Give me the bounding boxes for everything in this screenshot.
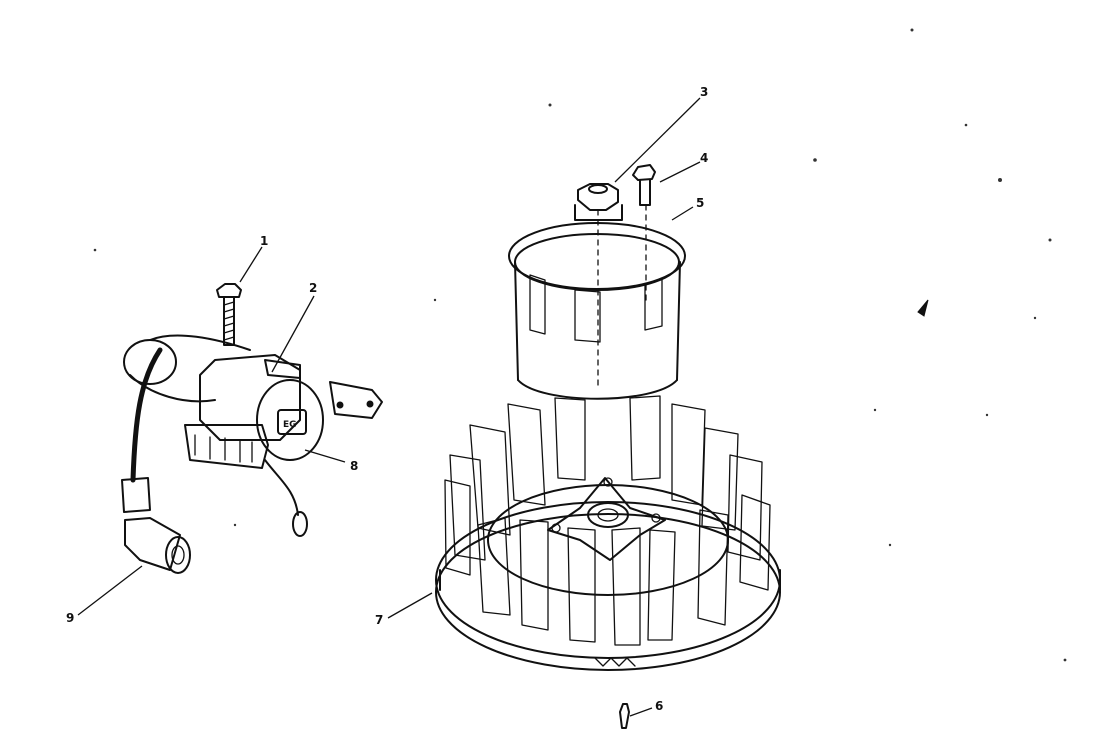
callout-2: 2 <box>309 281 317 295</box>
part-1-bolt <box>216 283 242 346</box>
callout-7: 7 <box>375 613 383 627</box>
callout-6: 6 <box>655 699 663 713</box>
part-9-plug-cap <box>121 347 191 574</box>
callout-4: 4 <box>700 151 708 165</box>
callout-9: 9 <box>66 611 74 625</box>
callout-8: 8 <box>350 459 358 473</box>
callout-1: 1 <box>260 234 268 248</box>
callout-labels: 1 2 3 4 5 6 7 8 9 <box>66 85 708 713</box>
callout-3: 3 <box>700 85 708 99</box>
part-5-starter-cup <box>508 204 686 400</box>
callout-5: 5 <box>696 196 704 210</box>
scan-noise <box>93 28 1067 662</box>
part-7-flywheel <box>435 395 781 671</box>
part-8-ignition-coil: EG <box>123 334 383 537</box>
part-4-bolt <box>632 164 656 206</box>
part-6-key <box>619 703 630 729</box>
svg-text:EG: EG <box>283 420 297 430</box>
leader-lines <box>77 97 701 717</box>
ink-blot <box>917 299 929 317</box>
